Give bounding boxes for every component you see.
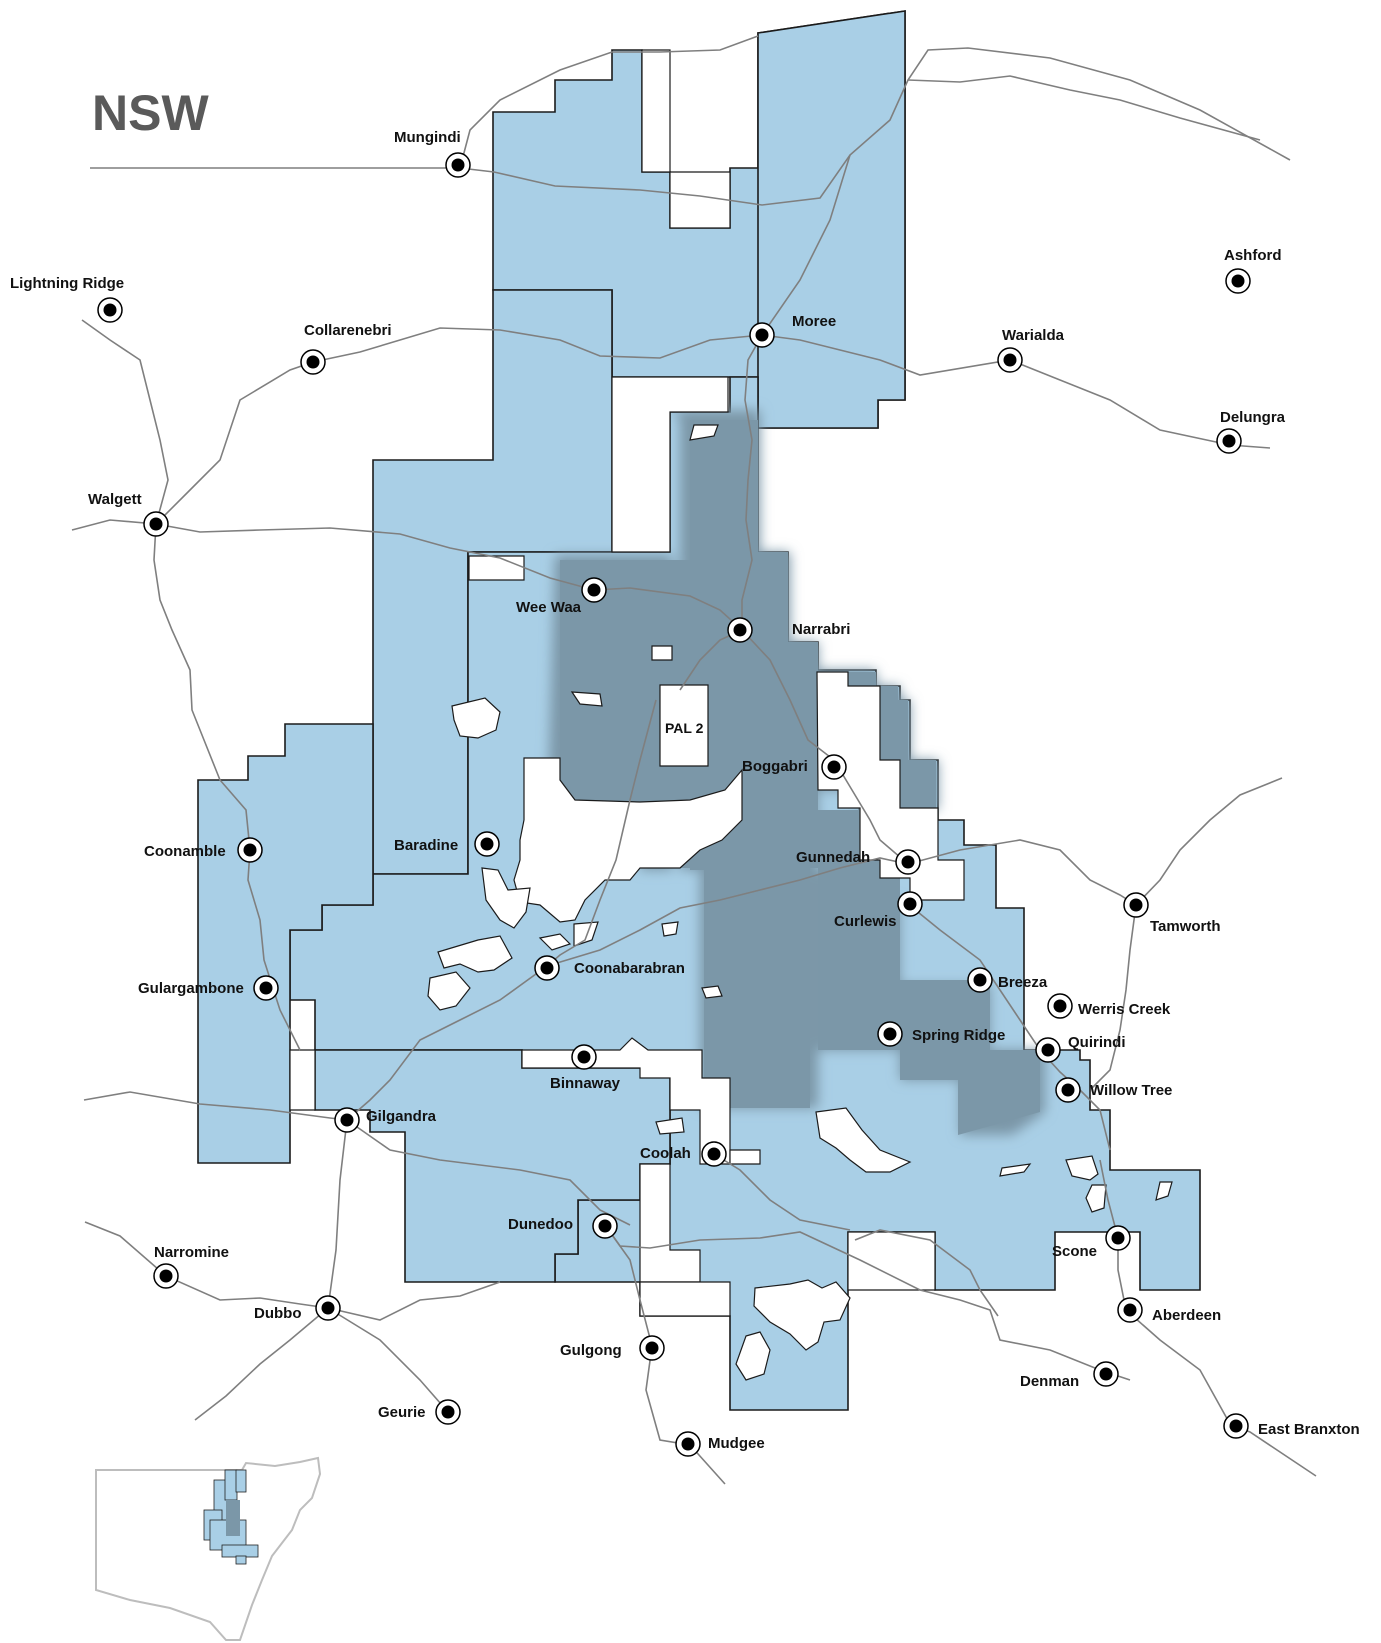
exclusion-north-gap bbox=[641, 49, 671, 173]
town-label-collarenebri: Collarenebri bbox=[304, 322, 392, 339]
town-marker-geurie bbox=[435, 1399, 461, 1425]
town-marker-spring-ridge bbox=[877, 1021, 903, 1047]
town-label-gulgong: Gulgong bbox=[560, 1342, 622, 1359]
town-marker-gilgandra bbox=[334, 1107, 360, 1133]
tenement-moree-east bbox=[757, 10, 906, 429]
town-label-mudgee: Mudgee bbox=[708, 1435, 765, 1452]
town-label-mungindi: Mungindi bbox=[394, 129, 461, 146]
town-marker-narromine bbox=[153, 1263, 179, 1289]
inset-map bbox=[95, 1456, 322, 1641]
town-label-scone: Scone bbox=[1052, 1243, 1097, 1260]
town-marker-lightning-ridge bbox=[97, 297, 123, 323]
town-label-binnaway: Binnaway bbox=[550, 1075, 621, 1092]
town-label-werris-creek: Werris Creek bbox=[1078, 1001, 1171, 1018]
town-label-warialda: Warialda bbox=[1002, 327, 1065, 344]
locator-map-icon bbox=[95, 1456, 322, 1641]
town-marker-narrabri bbox=[727, 617, 753, 643]
town-label-dunedoo: Dunedoo bbox=[508, 1216, 573, 1233]
town-marker-wee-waa bbox=[581, 577, 607, 603]
town-label-narrabri: Narrabri bbox=[792, 621, 850, 638]
town-marker-boggabri bbox=[821, 754, 847, 780]
exclusion-areas bbox=[289, 49, 1173, 1381]
town-label-boggabri: Boggabri bbox=[742, 758, 808, 775]
town-marker-mungindi bbox=[445, 152, 471, 178]
town-label-curlewis: Curlewis bbox=[834, 913, 897, 930]
pal-2-label: PAL 2 bbox=[665, 720, 704, 736]
town-label-gunnedah: Gunnedah bbox=[796, 849, 870, 866]
focus-area-core bbox=[560, 420, 1040, 1135]
town-label-aberdeen: Aberdeen bbox=[1152, 1307, 1221, 1324]
town-marker-binnaway bbox=[571, 1044, 597, 1070]
town-marker-scone bbox=[1105, 1225, 1131, 1251]
town-label-tamworth: Tamworth bbox=[1150, 918, 1221, 935]
town-marker-gunnedah bbox=[895, 849, 921, 875]
region-title: NSW bbox=[92, 85, 209, 141]
town-label-dubbo: Dubbo bbox=[254, 1305, 301, 1322]
town-marker-willow-tree bbox=[1055, 1077, 1081, 1103]
town-marker-east-branxton bbox=[1223, 1413, 1249, 1439]
town-label-lightning-ridge: Lightning Ridge bbox=[10, 275, 124, 292]
town-marker-collarenebri bbox=[300, 349, 326, 375]
town-marker-quirindi bbox=[1035, 1037, 1061, 1063]
town-marker-moree bbox=[749, 322, 775, 348]
town-marker-mudgee bbox=[675, 1431, 701, 1457]
town-label-denman: Denman bbox=[1020, 1373, 1079, 1390]
town-label-geurie: Geurie bbox=[378, 1404, 426, 1421]
town-marker-breeza bbox=[967, 967, 993, 993]
pal-2-area bbox=[659, 684, 709, 767]
town-label-walgett: Walgett bbox=[88, 491, 142, 508]
town-label-coonamble: Coonamble bbox=[144, 843, 226, 860]
town-marker-denman bbox=[1093, 1361, 1119, 1387]
town-label-gilgandra: Gilgandra bbox=[366, 1108, 437, 1125]
town-markers bbox=[97, 152, 1251, 1457]
town-label-narromine: Narromine bbox=[154, 1244, 229, 1261]
town-label-spring-ridge: Spring Ridge bbox=[912, 1027, 1005, 1044]
town-label-moree: Moree bbox=[792, 313, 836, 330]
town-label-delungra: Delungra bbox=[1220, 409, 1286, 426]
town-marker-curlewis bbox=[897, 891, 923, 917]
town-marker-coolah bbox=[701, 1141, 727, 1167]
town-label-gulargambone: Gulargambone bbox=[138, 980, 244, 997]
town-marker-walgett bbox=[143, 511, 169, 537]
town-label-ashford: Ashford bbox=[1224, 247, 1282, 264]
town-marker-coonamble bbox=[237, 837, 263, 863]
town-marker-gulargambone bbox=[253, 975, 279, 1001]
town-label-willow-tree: Willow Tree bbox=[1090, 1082, 1172, 1099]
town-label-breeza: Breeza bbox=[998, 974, 1048, 991]
town-marker-aberdeen bbox=[1117, 1297, 1143, 1323]
town-marker-werris-creek bbox=[1047, 993, 1073, 1019]
town-marker-ashford bbox=[1225, 268, 1251, 294]
town-marker-delungra bbox=[1216, 428, 1242, 454]
town-label-east-branxton: East Branxton bbox=[1258, 1421, 1360, 1438]
town-marker-warialda bbox=[997, 347, 1023, 373]
town-marker-gulgong bbox=[639, 1335, 665, 1361]
town-marker-tamworth bbox=[1123, 892, 1149, 918]
town-marker-baradine bbox=[474, 831, 500, 857]
town-label-wee-waa: Wee Waa bbox=[516, 599, 582, 616]
town-label-coolah: Coolah bbox=[640, 1145, 691, 1162]
town-label-quirindi: Quirindi bbox=[1068, 1034, 1126, 1051]
town-label-coonabarabran: Coonabarabran bbox=[574, 960, 685, 977]
town-marker-dubbo bbox=[315, 1295, 341, 1321]
tenement-far-west bbox=[197, 723, 374, 1164]
town-marker-coonabarabran bbox=[534, 955, 560, 981]
town-label-baradine: Baradine bbox=[394, 837, 458, 854]
town-marker-dunedoo bbox=[592, 1213, 618, 1239]
